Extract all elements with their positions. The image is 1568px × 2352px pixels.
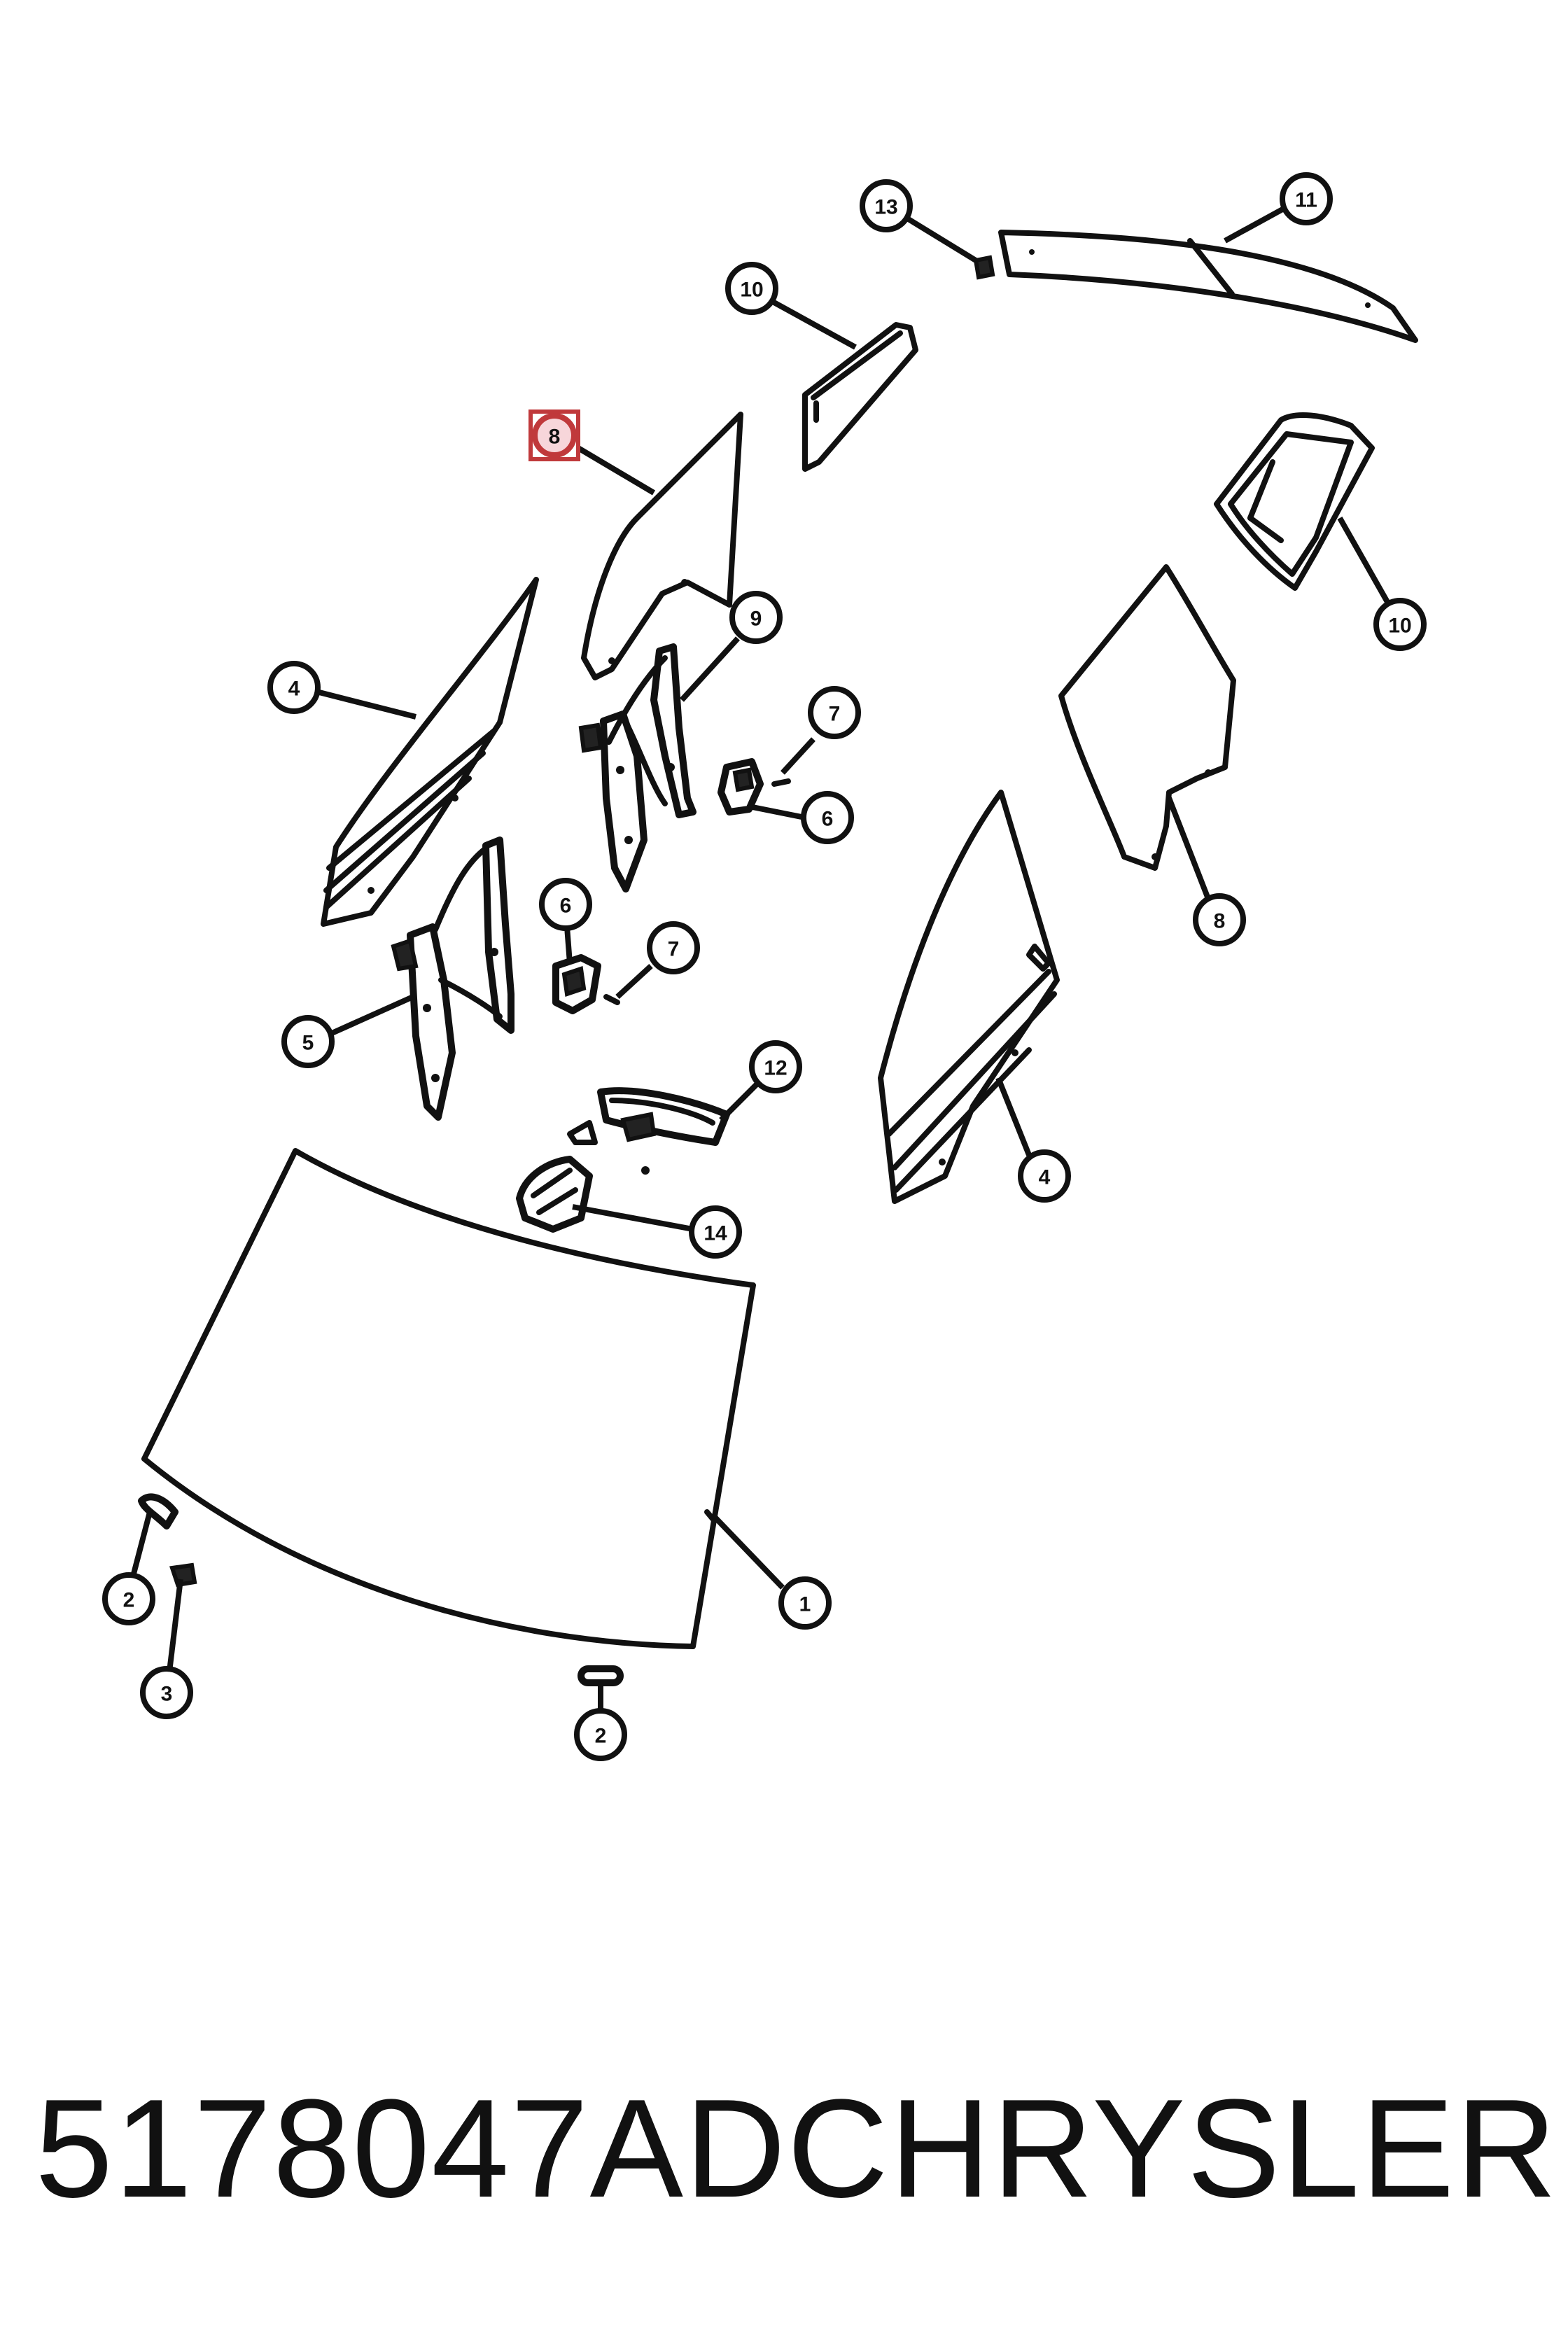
callout-label: 10 [1388,615,1411,638]
callout-circle [801,791,854,844]
callout-circle [778,1576,832,1630]
regulator-motor-6-lower [552,954,601,1014]
door-glass-4-right [878,790,1060,1204]
caption: 5178047AD CHRYSLER [35,2071,1557,2227]
callout-circle [267,661,321,714]
callout-c4a: 4 [267,661,321,714]
callout-label: 7 [829,703,841,726]
callout-circle [574,1708,627,1761]
callout-circle [749,1040,802,1093]
callout-circle [689,1205,742,1259]
leader-lines [130,206,1390,1711]
callout-label: 10 [740,279,763,302]
callout-circle [140,1666,193,1719]
callout-circle [729,591,783,644]
callout-circle [1193,893,1246,946]
callout-c6b: 6 [539,878,592,931]
callout-c10b: 10 [1373,598,1427,651]
callout-c7a: 7 [808,686,861,739]
callout-label: 7 [668,938,680,961]
callout-label: 6 [560,895,572,918]
callout-circle [539,878,592,931]
brand-name: CHRYSLER [787,2071,1558,2227]
door-glass-4-left [321,577,539,927]
screw-7-upper [771,778,791,787]
callout-circle [1280,172,1333,225]
callout-label: 5 [302,1032,314,1055]
part-number: 5178047AD [35,2071,788,2227]
callout-label: 2 [123,1589,135,1612]
mirror-cover-14 [516,1156,593,1233]
door-glass-8-upper [581,412,743,680]
callout-c6a: 6 [801,791,854,844]
callout-c4b: 4 [1018,1149,1071,1203]
callout-circle [647,921,700,974]
callout-circle [808,686,861,739]
quarter-glass-10-upper [802,322,918,472]
callout-circle [1018,1149,1071,1203]
callout-circle [725,262,778,315]
callout-c2b: 2 [574,1708,627,1761]
callout-label: 6 [822,808,834,831]
quarter-glass-10-lower [1214,412,1375,591]
callout-label: 2 [595,1725,607,1748]
bumper-2-left [138,1493,178,1530]
rear-glass-11 [998,230,1418,343]
screw-7-lower [603,994,620,1005]
callout-c1: 1 [778,1576,832,1630]
callout-label: 13 [874,196,897,219]
callout-c10a: 10 [725,262,778,315]
callout-circle [1373,598,1427,651]
callout-label: 11 [1295,189,1317,212]
callout-label: 8 [549,426,561,449]
clip-3 [169,1562,197,1588]
callout-label: 12 [764,1057,787,1080]
callout-c9: 9 [729,591,783,644]
callout-c8b: 8 [1193,893,1246,946]
window-regulator-9 [578,643,696,892]
clip-13 [973,255,995,280]
callout-c14: 14 [689,1205,742,1259]
callout-circle [281,1015,335,1068]
callout-c8a: 8 [528,410,580,461]
callout-c5: 5 [281,1015,335,1068]
door-glass-8-lower [1058,564,1236,871]
callout-c2a: 2 [102,1572,155,1625]
callout-label: 9 [750,608,762,631]
callout-c11: 11 [1280,172,1333,225]
window-regulator-5 [391,836,514,1121]
callout-c12: 12 [749,1040,802,1093]
callout-circle [102,1572,155,1625]
callout-label: 14 [704,1222,727,1245]
callout-c3: 3 [140,1666,193,1719]
callout-circle [860,179,913,232]
regulator-motor-6-upper [718,758,764,816]
callout-label: 3 [161,1683,173,1706]
callout-label: 1 [799,1593,811,1616]
highlight-box [528,410,580,461]
callout-c13: 13 [860,179,913,232]
callout-c7b: 7 [647,921,700,974]
callout-circle [532,413,577,458]
rearview-mirror-12 [567,1087,730,1175]
callout-label: 8 [1214,910,1226,933]
callout-label: 4 [288,678,300,701]
callout-label: 4 [1039,1166,1051,1189]
